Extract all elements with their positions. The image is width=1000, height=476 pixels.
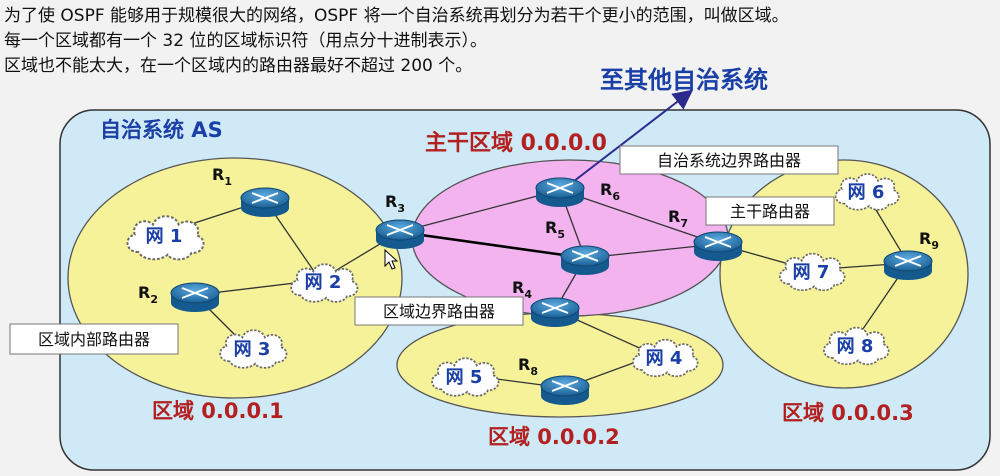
router-r4: R4: [512, 278, 580, 327]
network-net-2: 网 2: [290, 263, 359, 303]
router-label-main: R: [919, 229, 931, 248]
network-net-3: 网 3: [219, 329, 288, 369]
router-arrows-icon: [386, 224, 414, 236]
callout-area-border-router: 区域边界路由器: [354, 296, 524, 326]
router-label-r5: R5: [545, 218, 565, 241]
router-arrows-icon: [541, 302, 569, 314]
router-label-main: R: [385, 192, 397, 211]
router-label-r7: R7: [668, 207, 688, 230]
router-label-main: R: [212, 165, 224, 184]
net-8-label: 网 8: [837, 336, 874, 357]
router-label-r3: R3: [385, 192, 405, 215]
router-label-main: R: [518, 355, 530, 374]
router-r5: R5: [545, 218, 610, 275]
router-label-main: R: [138, 283, 150, 302]
network-net-7: 网 7: [779, 252, 846, 292]
router-label-sub: 7: [680, 217, 688, 230]
net-4-label: 网 4: [646, 348, 683, 369]
router-label-r2: R2: [138, 283, 158, 306]
router-label-main: R: [512, 278, 524, 297]
network-net-8: 网 8: [823, 326, 890, 366]
router-arrows-icon: [181, 287, 209, 299]
router-arrows-icon: [571, 250, 599, 262]
intro-line-2: 每一个区域都有一个 32 位的区域标识符（用点分十进制表示）。: [4, 31, 487, 51]
router-label-main: R: [545, 218, 557, 237]
to-other-as-label: 至其他自治系统: [600, 66, 768, 94]
router-label-r4: R4: [512, 278, 532, 301]
intro-line-3: 区域也不能太大，在一个区域内的路由器最好不超过 200 个。: [4, 56, 473, 76]
router-label-sub: 4: [524, 288, 532, 301]
router-r7: R7: [668, 207, 743, 261]
router-arrows-icon: [704, 236, 732, 248]
router-label-main: R: [600, 180, 612, 199]
router-arrows-icon: [251, 192, 279, 204]
router-label-sub: 3: [397, 202, 405, 215]
backbone-link-r3-r5: [399, 230, 586, 260]
router-r6: R6: [535, 177, 620, 207]
net-5-label: 网 5: [446, 367, 483, 388]
callout-backbone-router: 主干路由器: [705, 196, 835, 226]
net-3-label: 网 3: [234, 339, 271, 360]
router-arrows-icon: [551, 380, 579, 392]
intro-text: 为了使 OSPF 能够用于规模很大的网络，OSPF 将一个自治系统再划分为若干个…: [4, 4, 789, 79]
router-r2: R2: [138, 282, 220, 312]
network-net-5: 网 5: [431, 357, 500, 397]
net-2-label: 网 2: [305, 272, 342, 293]
callout-as-boundary-router: 自治系统边界路由器: [619, 145, 839, 175]
router-label-r6: R6: [600, 180, 620, 203]
router-r8: R8: [518, 355, 590, 405]
router-label-sub: 1: [224, 175, 232, 188]
net-7-label: 网 7: [793, 262, 830, 283]
net-1-label: 网 1: [146, 226, 183, 247]
callout-as-boundary-text: 自治系统边界路由器: [657, 151, 801, 170]
router-arrows-icon: [894, 255, 922, 267]
area-1-label: 区域 0.0.0.1: [152, 399, 284, 423]
area-3-label: 区域 0.0.0.3: [782, 401, 914, 425]
callout-internal-router: 区域内部路由器: [9, 323, 179, 355]
router-r3: R3: [375, 192, 425, 249]
router-label-sub: 9: [931, 239, 939, 252]
network-net-4: 网 4: [632, 338, 699, 378]
net-6-label: 网 6: [848, 182, 885, 203]
intro-line-1: 为了使 OSPF 能够用于规模很大的网络，OSPF 将一个自治系统再划分为若干个…: [4, 6, 789, 26]
router-label-sub: 8: [530, 365, 538, 378]
callout-internal-text: 区域内部路由器: [38, 330, 150, 349]
router-label-sub: 2: [150, 293, 158, 306]
router-label-sub: 6: [612, 190, 620, 203]
router-arrows-icon: [546, 182, 574, 194]
callout-area-border-text: 区域边界路由器: [383, 302, 495, 321]
arrow-to-other-as: [564, 89, 694, 189]
router-label-main: R: [668, 207, 680, 226]
area-2-label: 区域 0.0.0.2: [488, 425, 620, 449]
as-label: 自治系统 AS: [100, 118, 223, 142]
router-label-sub: 5: [557, 228, 565, 241]
mouse-cursor-icon: [384, 248, 399, 270]
network-net-1: 网 1: [126, 215, 205, 261]
router-r9: R9: [883, 229, 939, 280]
network-net-6: 网 6: [834, 173, 900, 211]
router-label-r8: R8: [518, 355, 538, 378]
router-r1: R1: [212, 165, 290, 217]
callout-backbone-router-text: 主干路由器: [730, 202, 810, 221]
backbone-label: 主干区域 0.0.0.0: [425, 130, 607, 156]
router-label-r9: R9: [919, 229, 939, 252]
router-label-r1: R1: [212, 165, 232, 188]
